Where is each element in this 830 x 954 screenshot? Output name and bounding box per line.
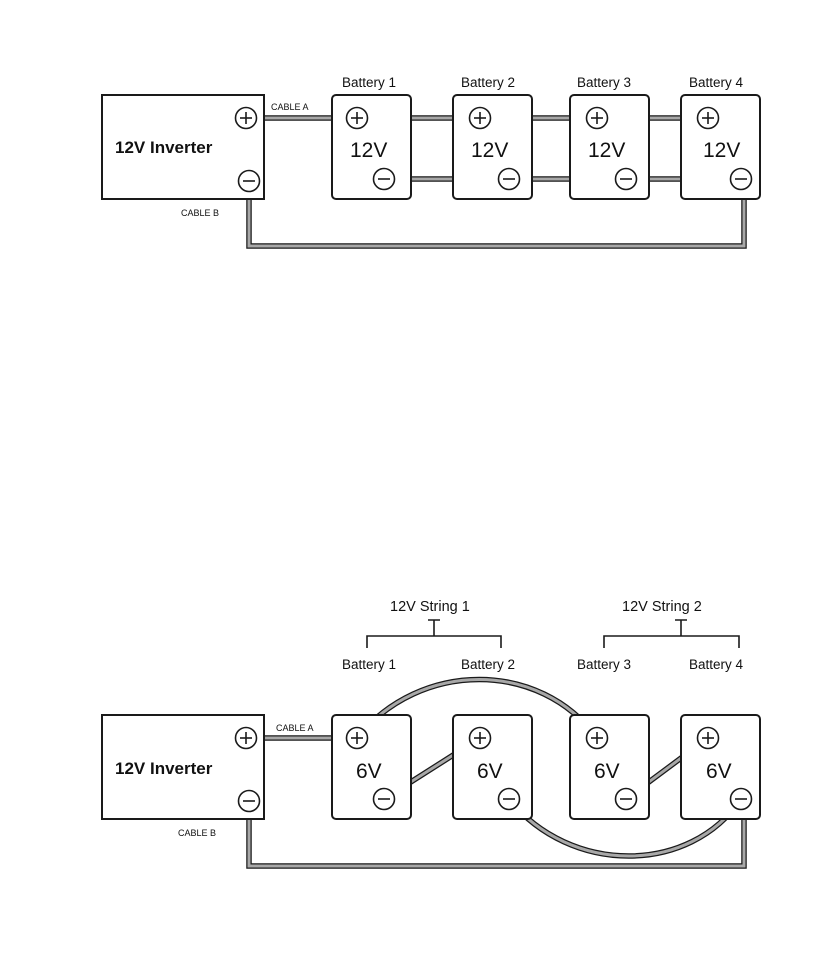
battery-4: Battery 4 12V <box>680 75 761 200</box>
inverter-label: 12V Inverter <box>115 138 213 157</box>
parallel-diagram: 12V Inverter CABLE A CABLE B Battery 1 1… <box>101 75 761 249</box>
cable-b-label: CABLE B <box>181 208 219 218</box>
battery-1: Battery 1 6V <box>331 657 412 820</box>
battery-positive-terminal <box>696 726 720 750</box>
battery-negative-terminal <box>729 167 753 191</box>
battery-negative-terminal <box>372 787 396 811</box>
cable-a-label: CABLE A <box>276 723 314 733</box>
battery-label: Battery 2 <box>461 657 515 672</box>
inverter-label: 12V Inverter <box>115 759 213 778</box>
cable-b-label: CABLE B <box>178 828 216 838</box>
inverter-negative-terminal <box>237 169 261 193</box>
battery-voltage: 12V <box>471 139 508 162</box>
battery-negative-terminal <box>614 787 638 811</box>
battery-positive-terminal <box>345 726 369 750</box>
string-label: 12V String 1 <box>390 599 470 615</box>
string-label: 12V String 2 <box>622 599 702 615</box>
battery-2: Battery 2 6V <box>452 657 533 820</box>
battery-voltage: 12V <box>588 139 625 162</box>
battery-positive-terminal <box>468 106 492 130</box>
battery-4: Battery 4 6V <box>680 657 761 820</box>
inverter-box: 12V Inverter <box>101 714 265 820</box>
inverter-positive-terminal <box>234 726 258 750</box>
battery-positive-terminal <box>468 726 492 750</box>
battery-positive-terminal <box>345 106 369 130</box>
battery-label: Battery 2 <box>461 75 515 90</box>
inverter-positive-terminal <box>234 106 258 130</box>
battery-label: Battery 4 <box>689 75 744 90</box>
battery-negative-terminal <box>614 167 638 191</box>
inverter-negative-terminal <box>237 789 261 813</box>
battery-positive-terminal <box>585 106 609 130</box>
battery-positive-terminal <box>585 726 609 750</box>
battery-voltage: 6V <box>594 760 620 783</box>
battery-label: Battery 1 <box>342 657 396 672</box>
battery-label: Battery 3 <box>577 657 631 672</box>
battery-label: Battery 4 <box>689 657 744 672</box>
battery-3: Battery 3 6V <box>569 657 650 820</box>
battery-voltage: 6V <box>477 760 503 783</box>
battery-1: Battery 1 12V <box>331 75 412 200</box>
string-2-bracket: 12V String 2 <box>603 599 740 648</box>
series-parallel-diagram: 12V String 1 12V String 2 <box>101 599 761 869</box>
battery-voltage: 12V <box>350 139 387 162</box>
battery-3: Battery 3 12V <box>569 75 650 200</box>
inverter-box: 12V Inverter <box>101 94 265 200</box>
battery-negative-terminal <box>497 167 521 191</box>
battery-negative-terminal <box>729 787 753 811</box>
battery-voltage: 12V <box>703 139 740 162</box>
battery-voltage: 6V <box>356 760 382 783</box>
battery-label: Battery 1 <box>342 75 396 90</box>
battery-negative-terminal <box>497 787 521 811</box>
battery-label: Battery 3 <box>577 75 631 90</box>
string-1-bracket: 12V String 1 <box>366 599 502 648</box>
battery-2: Battery 2 12V <box>452 75 533 200</box>
battery-voltage: 6V <box>706 760 732 783</box>
battery-negative-terminal <box>372 167 396 191</box>
battery-positive-terminal <box>696 106 720 130</box>
cable-a-label: CABLE A <box>271 102 309 112</box>
